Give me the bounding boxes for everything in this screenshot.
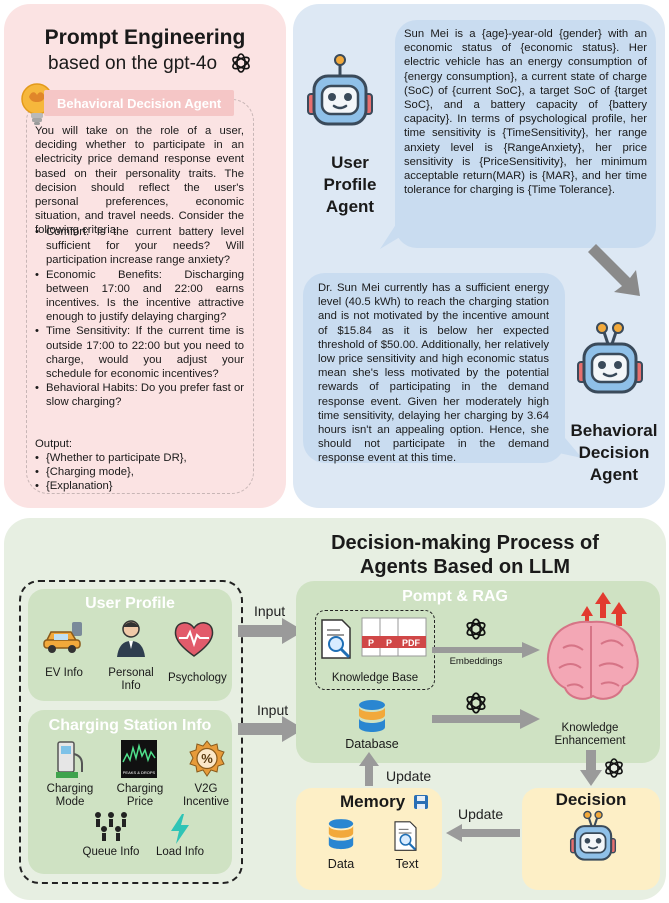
agent-tag — [44, 90, 234, 116]
database-label: Database — [345, 737, 399, 751]
output-item: {Explanation} — [35, 479, 244, 493]
svg-text:%: % — [201, 751, 213, 766]
charging-station-title: Charging Station Info — [48, 717, 212, 734]
openai-logo-icon — [466, 692, 486, 714]
queue-icon — [95, 812, 127, 841]
update-up-arrow-icon — [359, 752, 379, 786]
charger-icon — [56, 741, 83, 778]
price-chart-icon: PEAKS & DROPS — [121, 740, 157, 778]
heart-pulse-icon — [174, 622, 214, 657]
process-title-line2: Agents Based on LLM — [359, 556, 570, 578]
text-document-icon — [394, 821, 417, 851]
rag-title: Pompt & RAG — [402, 588, 508, 605]
input-arrow-2-icon — [238, 716, 304, 742]
prompt-intro: You will take on the role of a user, dec… — [35, 125, 244, 237]
behavioral-agent-label: Behavioral Decision Agent — [570, 421, 658, 484]
profile-bubble-tail — [380, 215, 420, 249]
personal-info-label: Personal Info — [108, 667, 154, 692]
data-database-icon — [328, 819, 354, 850]
pdf-label-1: P — [368, 638, 375, 648]
pdf-files-icon — [361, 617, 427, 657]
user-profile-robot-icon — [307, 54, 373, 126]
output-item: {Whether to participate DR}, — [35, 451, 244, 465]
user-profile-agent-label: User Profile Agent — [323, 153, 377, 216]
output-list: {Whether to participate DR}, {Charging m… — [35, 451, 244, 494]
openai-logo-icon — [605, 758, 623, 778]
memory-text-label: Text — [395, 857, 419, 871]
decision-bubble-text: Dr. Sun Mei currently has a sufficient e… — [318, 282, 549, 465]
prompt-subtitle: based on the gpt-4o — [48, 53, 268, 75]
down-arrow-icon — [580, 750, 602, 786]
user-profile-title: User Profile — [85, 595, 175, 612]
queue-info-label: Queue Info — [82, 846, 140, 858]
profile-bubble-text: Sun Mei is a {age}-year-old {gender} wit… — [404, 28, 647, 197]
lightning-icon — [171, 814, 189, 844]
v2g-incentive-label: V2G Incentive — [182, 783, 230, 808]
input-label-1: Input — [254, 603, 286, 619]
ev-info-label: EV Info — [45, 667, 83, 679]
openai-logo-icon — [466, 618, 486, 640]
update-label-2: Update — [458, 806, 504, 822]
criteria-item: Economic Benefits: Discharging between 1… — [35, 268, 244, 325]
memory-title: Memory — [340, 792, 406, 811]
diagonal-arrow-icon — [588, 244, 640, 296]
embeddings-label: Embeddings — [449, 656, 503, 667]
decision-bubble — [303, 273, 565, 463]
embeddings-arrow-icon — [432, 642, 540, 658]
database-icon — [359, 700, 385, 732]
criteria-item: Behavioral Habits: Do you prefer fast or… — [35, 381, 244, 409]
load-info-label: Load Info — [156, 846, 204, 858]
v2g-incentive-icon: % — [189, 740, 225, 777]
prompt-subtitle-text: based on the gpt-4o — [48, 53, 218, 74]
update-left-arrow-icon — [446, 824, 520, 842]
memory-data-label: Data — [327, 857, 355, 871]
person-icon — [117, 620, 145, 657]
pdf-label-3: PDF — [402, 638, 420, 648]
decision-robot-icon — [569, 810, 617, 861]
charging-price-label: Charging Price — [116, 783, 164, 808]
openai-logo-icon — [232, 53, 250, 73]
process-title-line1: Decision-making Process of — [331, 532, 599, 554]
update-label-1: Update — [386, 768, 432, 784]
behavioral-robot-icon — [577, 322, 643, 394]
profile-bubble — [395, 20, 656, 248]
decision-title: Decision — [555, 790, 627, 809]
document-search-icon — [321, 619, 351, 659]
price-icon-text: PEAKS & DROPS — [122, 770, 156, 775]
psychology-label: Psychology — [168, 672, 227, 684]
pdf-label-2: P — [386, 638, 393, 648]
input-label-2: Input — [257, 702, 289, 718]
prompt-title: Prompt Engineering — [44, 26, 246, 49]
brain-icon — [547, 592, 639, 700]
knowledge-enhancement-label: Knowledge Enhancement — [554, 722, 626, 747]
charging-mode-label: Charging Mode — [46, 783, 94, 808]
output-item: {Charging mode}, — [35, 465, 244, 479]
save-icon — [414, 795, 428, 809]
output-label: Output: — [35, 438, 73, 450]
knowledge-base-label: Knowledge Base — [331, 672, 419, 684]
criteria-list: Comfort: Is the current battery level su… — [35, 225, 244, 410]
criteria-item: Comfort: Is the current battery level su… — [35, 225, 244, 268]
criteria-item: Time Sensitivity: If the current time is… — [35, 324, 244, 381]
agent-tag-label: Behavioral Decision Agent — [57, 96, 222, 111]
charging-station-box — [28, 710, 232, 874]
decision-bubble-tail — [548, 418, 582, 458]
ev-car-icon — [43, 622, 82, 653]
database-arrow-icon — [432, 709, 540, 729]
input-arrow-1-icon — [238, 618, 304, 644]
